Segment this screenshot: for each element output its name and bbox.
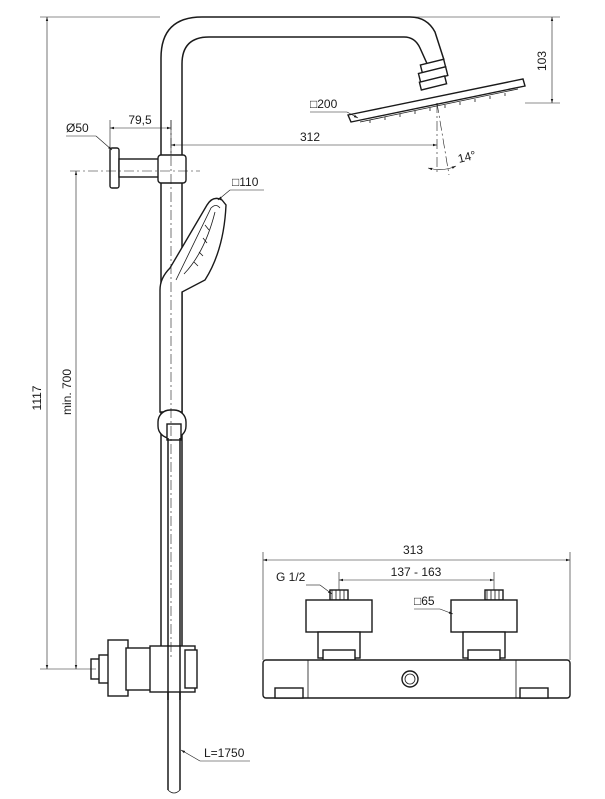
hand-shower-size-label: □110 <box>232 175 259 189</box>
wall-offset-label: 79,5 <box>128 113 152 127</box>
hose <box>167 438 181 794</box>
mixer-width-label: 313 <box>403 543 423 557</box>
shower-column <box>160 16 445 652</box>
inlet-centres-label: 137 - 163 <box>391 565 442 579</box>
inlet-thread-label: G 1/2 <box>276 570 306 584</box>
overall-height-label: 1117 <box>30 385 44 410</box>
arm-reach-label: 312 <box>300 130 320 144</box>
thermostatic-mixer-front <box>262 589 571 699</box>
head-shower <box>347 58 526 123</box>
arm-height-label: 103 <box>535 51 549 71</box>
head-tilt-angle-label: 14° <box>456 148 477 166</box>
bar-mixer-side <box>90 639 198 700</box>
wall-flange-diameter-label: Ø50 <box>66 121 89 135</box>
hand-shower <box>157 197 227 441</box>
hose-length-label: L=1750 <box>204 746 245 760</box>
min-height-label: min. 700 <box>60 369 74 415</box>
knob-size-label: □65 <box>414 594 435 608</box>
dimension-labels: 1117 min. 700 103 Ø50 79,5 312 □200 14° … <box>30 51 549 760</box>
head-shower-size-label: □200 <box>310 97 338 111</box>
wall-bracket <box>109 147 187 189</box>
dimension-lines <box>40 16 571 762</box>
